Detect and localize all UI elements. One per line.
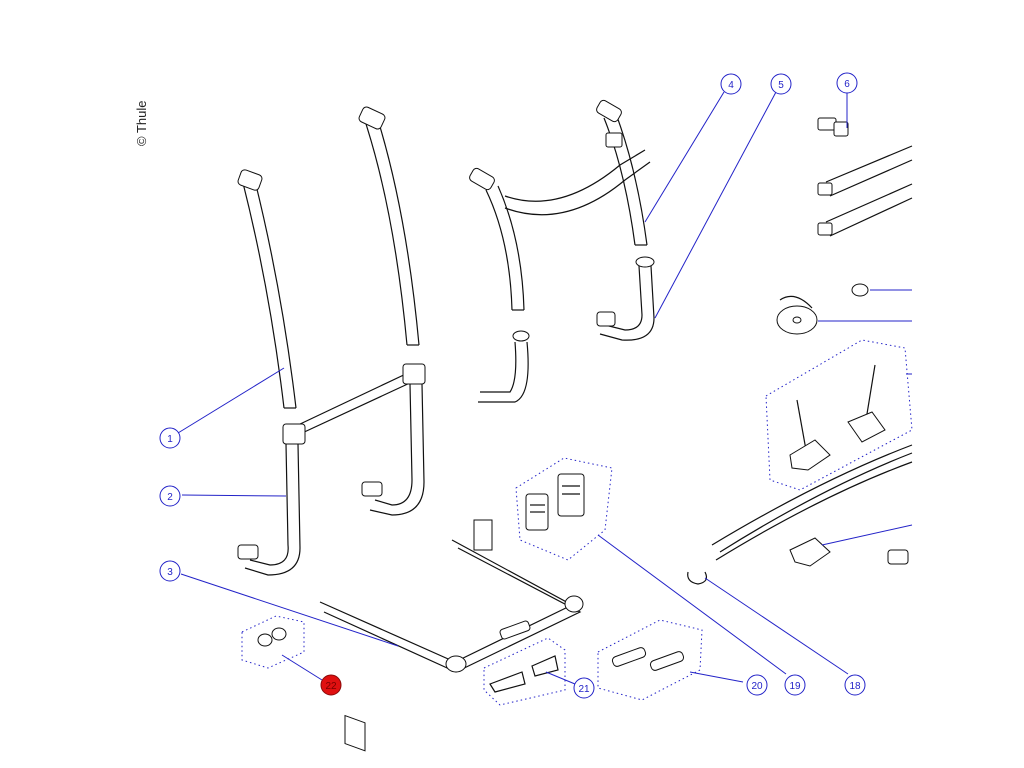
svg-text:1: 1 (167, 434, 173, 445)
leader-lines (177, 91, 913, 685)
callout-4: 4 (720, 73, 742, 95)
svg-text:18: 18 (849, 681, 861, 692)
part-21-bracket-set (483, 637, 566, 706)
part-4-tube (596, 99, 648, 246)
svg-text:22: 22 (325, 681, 337, 692)
callout-18: 18 (844, 674, 866, 696)
svg-text:2: 2 (167, 492, 173, 503)
svg-text:5: 5 (778, 80, 784, 91)
svg-text:4: 4 (728, 80, 734, 91)
part-5-bent-tube (596, 256, 655, 341)
part-22-cap-set (241, 615, 305, 669)
callout-1: 1 (159, 427, 181, 449)
part-top-loop-tubes (469, 149, 651, 403)
part-rail-pair (817, 145, 913, 237)
part-20-clip-set (597, 619, 703, 701)
part-19-pad-set (515, 457, 613, 561)
callout-6: 6 (836, 72, 858, 94)
callout-3: 3 (159, 560, 181, 582)
callout-2: 2 (159, 485, 181, 507)
svg-text:21: 21 (578, 684, 590, 695)
callout-22-highlighted[interactable]: 22 (320, 674, 342, 696)
part-small-clip (851, 283, 869, 297)
part-post-assembly (765, 339, 913, 491)
part-6-connector (817, 117, 849, 137)
part-disc (776, 295, 818, 335)
part-1-upright-tube (237, 169, 297, 409)
callout-19: 19 (784, 674, 806, 696)
svg-text:20: 20 (751, 681, 763, 692)
part-18-ring (687, 571, 708, 585)
callout-5: 5 (770, 73, 792, 95)
svg-text:3: 3 (167, 567, 173, 578)
part-bracket (789, 537, 909, 567)
part-upright-tube-b (358, 106, 420, 346)
part-3-base-frame (319, 519, 584, 752)
part-2-frame (237, 363, 426, 576)
part-long-rail (711, 444, 913, 561)
svg-text:6: 6 (844, 79, 850, 90)
callout-20: 20 (746, 674, 768, 696)
callout-21: 21 (573, 677, 595, 699)
svg-text:19: 19 (789, 681, 801, 692)
